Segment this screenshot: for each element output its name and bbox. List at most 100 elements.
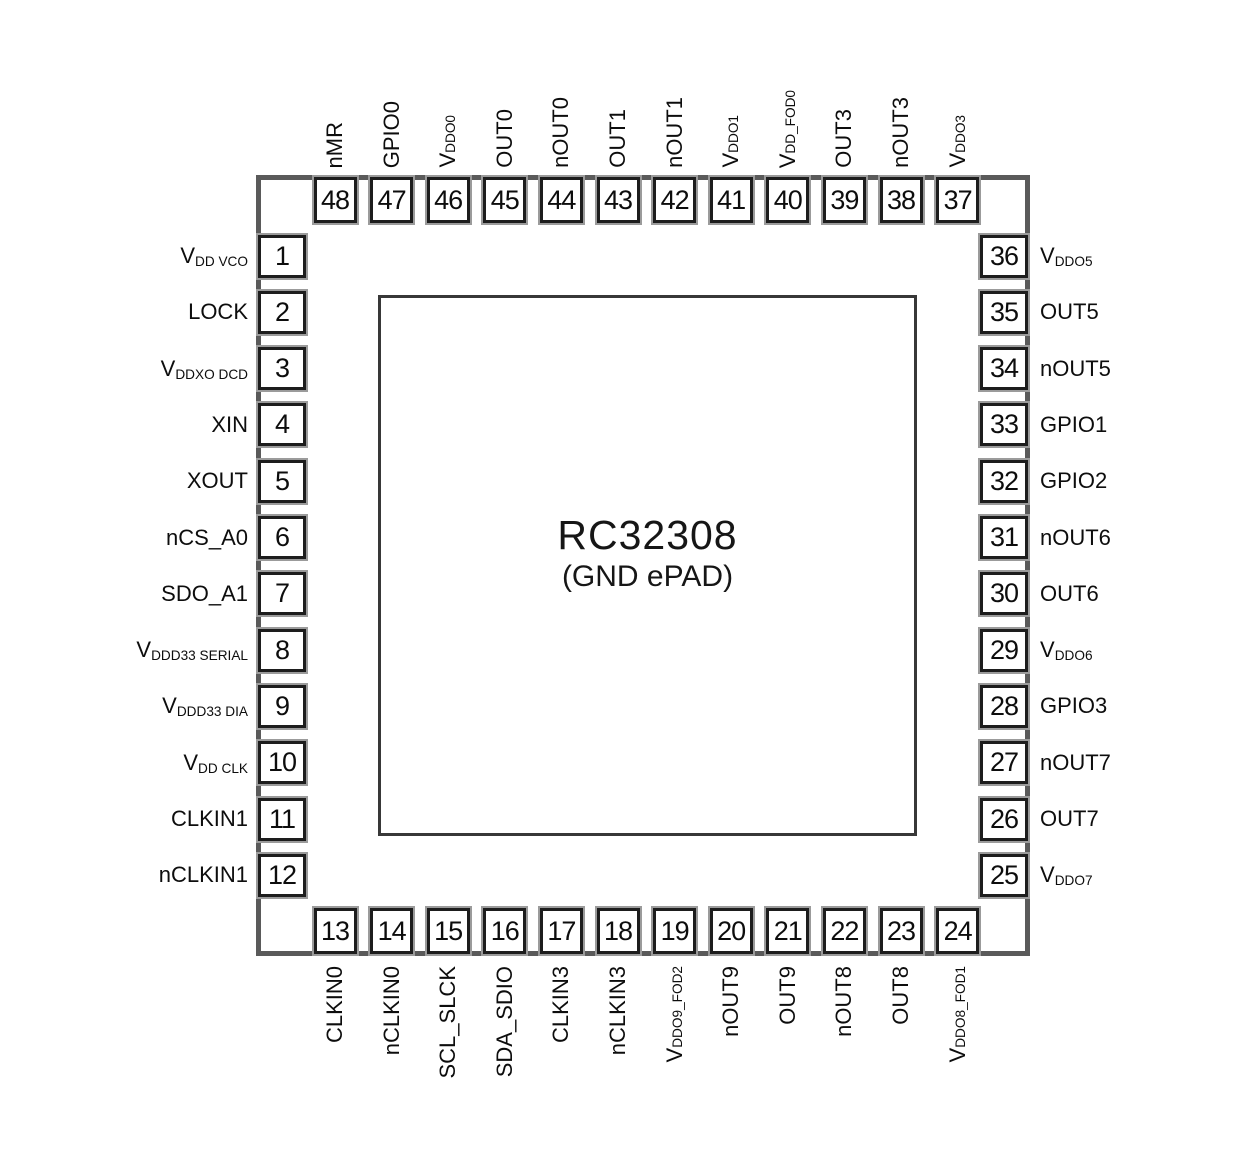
pin-label-41: VDDO1 (718, 115, 744, 168)
pin-number: 35 (989, 296, 1019, 327)
pin-label-12: nCLKIN1 (0, 860, 248, 890)
pin-32: 32 (980, 459, 1028, 503)
pin-label-15: SCL_SLCK (435, 966, 461, 1079)
pin-label-3: VDDXO DCD (0, 354, 248, 390)
pin-label-25: VDDO7 (1040, 860, 1093, 896)
pin-label-14: nCLKIN0 (379, 966, 405, 1055)
pin-label-text: OUT1 (605, 109, 630, 168)
pin-label-text: V (1040, 243, 1055, 268)
pin-label-subscript: DDO3 (952, 115, 968, 154)
pin-label-6: nCS_A0 (0, 523, 248, 553)
pin-number: 9 (274, 690, 290, 721)
pin-number: 46 (434, 184, 463, 215)
pin-9: 9 (258, 684, 306, 728)
pin-37: 37 (936, 177, 980, 223)
pin-label-text: OUT5 (1040, 299, 1099, 325)
pin-26: 26 (980, 797, 1028, 841)
pin-number: 3 (274, 353, 290, 384)
pin-label-36: VDDO5 (1040, 241, 1093, 277)
pin-number: 32 (989, 465, 1019, 496)
pin-label-text: nOUT5 (1040, 355, 1111, 381)
pin-label-text: OUT9 (774, 966, 800, 1025)
pin-label-text: OUT0 (491, 109, 517, 168)
pin-label-text: V (136, 637, 152, 663)
pin-33: 33 (980, 403, 1028, 447)
pin-label-subscript: DDO0 (443, 115, 459, 154)
pin-label-text: CLKIN0 (322, 966, 347, 1044)
pin-label-33: GPIO1 (1040, 410, 1107, 440)
pin-label-44: nOUT0 (548, 97, 574, 168)
pin-label-34: nOUT5 (1040, 354, 1111, 384)
pin-number: 37 (943, 184, 973, 215)
pin-label-31: nOUT6 (1040, 523, 1111, 553)
pin-10: 10 (258, 741, 306, 785)
pin-number: 30 (989, 578, 1019, 609)
pin-label-subscript: DD_FOD0 (782, 89, 798, 154)
pin-label-text: V (774, 153, 800, 168)
pin-number: 26 (989, 803, 1019, 834)
pin-number: 2 (274, 296, 290, 327)
pin-29: 29 (980, 628, 1028, 672)
pin-label-8: VDDD33 SERIAL (0, 635, 248, 671)
pin-17: 17 (539, 908, 583, 954)
pin-label-35: OUT5 (1040, 297, 1099, 327)
pin-30: 30 (980, 572, 1028, 616)
pin-label-subscript: DDO8_FOD1 (952, 966, 968, 1048)
pin-number: 44 (547, 184, 576, 215)
pin-number: 39 (830, 184, 859, 215)
pin-12: 12 (258, 853, 306, 897)
pin-label-text: GPIO3 (1040, 693, 1108, 719)
pin-number: 45 (490, 184, 520, 215)
pin-40: 40 (766, 177, 810, 223)
pin-label-text: CLKIN3 (548, 966, 574, 1044)
pin-label-text: GPIO2 (1040, 468, 1108, 494)
pin-number: 17 (547, 915, 576, 946)
pin-label-subscript: DDXO DCD (175, 366, 248, 382)
pin-label-subscript: DDO6 (1054, 648, 1093, 664)
pin-label-text: V (183, 749, 199, 775)
pin-label-9: VDDD33 DIA (0, 691, 248, 727)
pin-4: 4 (258, 403, 306, 447)
pin-label-subscript: DD VCO (195, 254, 248, 269)
pin-label-subscript: DDO7 (1054, 873, 1093, 889)
pin-31: 31 (980, 516, 1028, 559)
pin-label-text: OUT3 (831, 109, 857, 168)
pin-23: 23 (879, 908, 923, 954)
pin-28: 28 (980, 684, 1028, 728)
pin-label-16: SDA_SDIO (492, 966, 518, 1077)
pin-3: 3 (258, 347, 306, 391)
pin-number: 13 (320, 915, 350, 946)
pin-18: 18 (596, 908, 640, 954)
pin-label-22: nOUT8 (831, 966, 857, 1037)
pin-label-38: nOUT3 (888, 97, 914, 168)
pin-15: 15 (426, 908, 470, 954)
pin-48: 48 (313, 177, 357, 223)
pin-24: 24 (936, 908, 980, 954)
pin-label-13: CLKIN0 (322, 966, 348, 1043)
pin-label-subscript: DDD33 DIA (176, 704, 248, 720)
pin-21: 21 (766, 908, 810, 954)
pin-25: 25 (980, 853, 1028, 897)
pin-label-text: nOUT0 (548, 97, 574, 168)
pin-number: 42 (660, 184, 690, 215)
pin-label-2: LOCK (0, 297, 248, 327)
pin-number: 36 (989, 240, 1019, 271)
epad-outline (378, 295, 917, 836)
pin-number: 4 (274, 409, 290, 440)
pin-label-text: nOUT1 (661, 97, 687, 168)
pin-label-30: OUT6 (1040, 579, 1099, 609)
pin-label-subscript: DDO5 (1054, 254, 1093, 269)
pin-11: 11 (258, 797, 306, 841)
pin-number: 33 (989, 409, 1019, 440)
pin-number: 20 (717, 915, 746, 946)
pin-number: 12 (267, 859, 297, 890)
pin-number: 7 (274, 578, 290, 609)
pin-label-subscript: DDO1 (726, 115, 742, 154)
pin-label-text: XIN (211, 411, 248, 437)
pin-number: 21 (773, 915, 803, 946)
pin-38: 38 (879, 177, 923, 223)
pin-label-21: OUT9 (775, 966, 801, 1025)
pin-label-23: OUT8 (888, 966, 914, 1025)
pin-number: 40 (773, 184, 803, 215)
pin-label-text: V (162, 693, 177, 719)
